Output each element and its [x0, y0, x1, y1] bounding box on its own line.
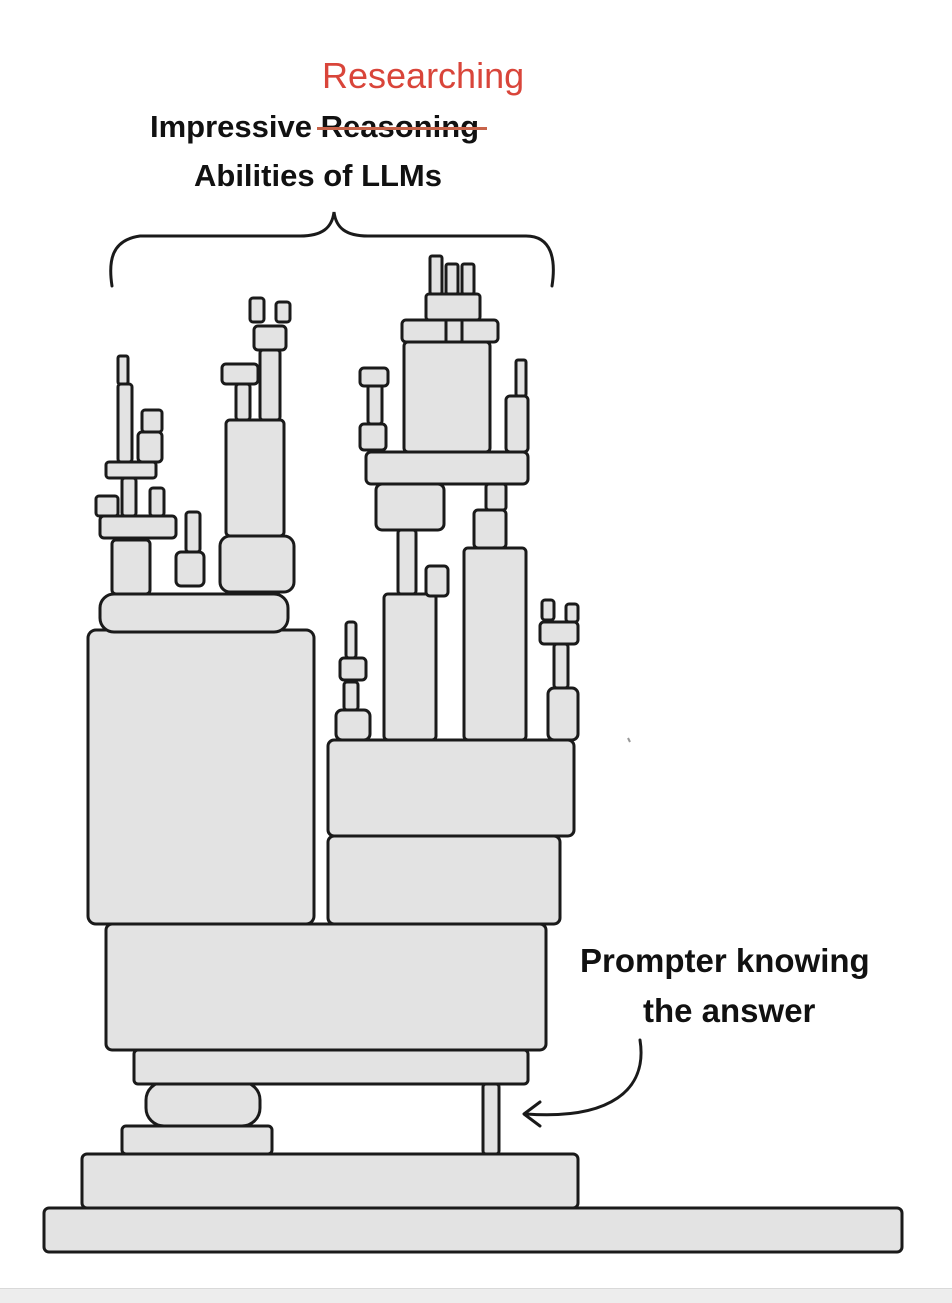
base-small-step	[120, 1124, 274, 1156]
annotation-line-2: the answer	[643, 992, 816, 1029]
annotation-line-1: Prompter knowing	[580, 942, 870, 979]
title-prefix: Impressive	[150, 109, 312, 144]
base-step	[80, 1152, 580, 1210]
curly-brace-icon	[109, 211, 555, 288]
base-slab	[42, 1206, 904, 1254]
right-block-upper	[326, 738, 576, 838]
title-line-2: Abilities of LLMs	[194, 158, 442, 193]
title-line-1: Impressive Reasoning	[150, 109, 488, 144]
right-block-lower	[326, 834, 562, 926]
left-cushion	[98, 592, 290, 634]
left-large-block	[86, 628, 316, 926]
curved-arrow-icon	[524, 1038, 643, 1117]
bottom-strip	[0, 1288, 952, 1303]
support-stick	[481, 1082, 501, 1156]
middle-platform	[104, 922, 548, 1052]
base-rounded-block	[144, 1080, 262, 1128]
struck-word: Reasoning	[316, 109, 488, 144]
lower-slab	[132, 1048, 530, 1086]
correction-word: Researching	[322, 55, 525, 96]
